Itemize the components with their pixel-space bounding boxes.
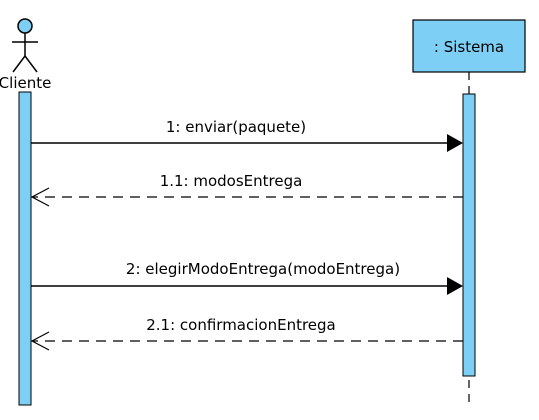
sistema-lifeline-box bbox=[412, 19, 526, 73]
message-1-arrowhead bbox=[447, 134, 463, 152]
message-1-1-label: 1.1: modosEntrega bbox=[160, 172, 303, 190]
message-2-1-label: 2.1: confirmacionEntrega bbox=[146, 316, 336, 334]
sistema-activation-bar bbox=[462, 93, 476, 377]
actor-head bbox=[17, 18, 33, 34]
sistema-label: : Sistema bbox=[434, 38, 504, 56]
message-2-arrowhead bbox=[447, 277, 463, 295]
cliente-actor-icon bbox=[12, 18, 38, 73]
message-2: 2: elegirModoEntrega(modoEntrega) bbox=[31, 260, 463, 295]
cliente-label: Cliente bbox=[0, 74, 51, 92]
message-1-1: 1.1: modosEntrega bbox=[30, 172, 463, 207]
message-2-1-arrowhead bbox=[30, 331, 50, 351]
message-1-1-arrowhead bbox=[30, 187, 50, 207]
message-2-label: 2: elegirModoEntrega(modoEntrega) bbox=[126, 260, 400, 278]
message-1: 1: enviar(paquete) bbox=[31, 118, 463, 152]
cliente-activation-bar bbox=[18, 91, 32, 406]
message-2-1: 2.1: confirmacionEntrega bbox=[30, 316, 463, 351]
message-1-label: 1: enviar(paquete) bbox=[166, 118, 306, 136]
